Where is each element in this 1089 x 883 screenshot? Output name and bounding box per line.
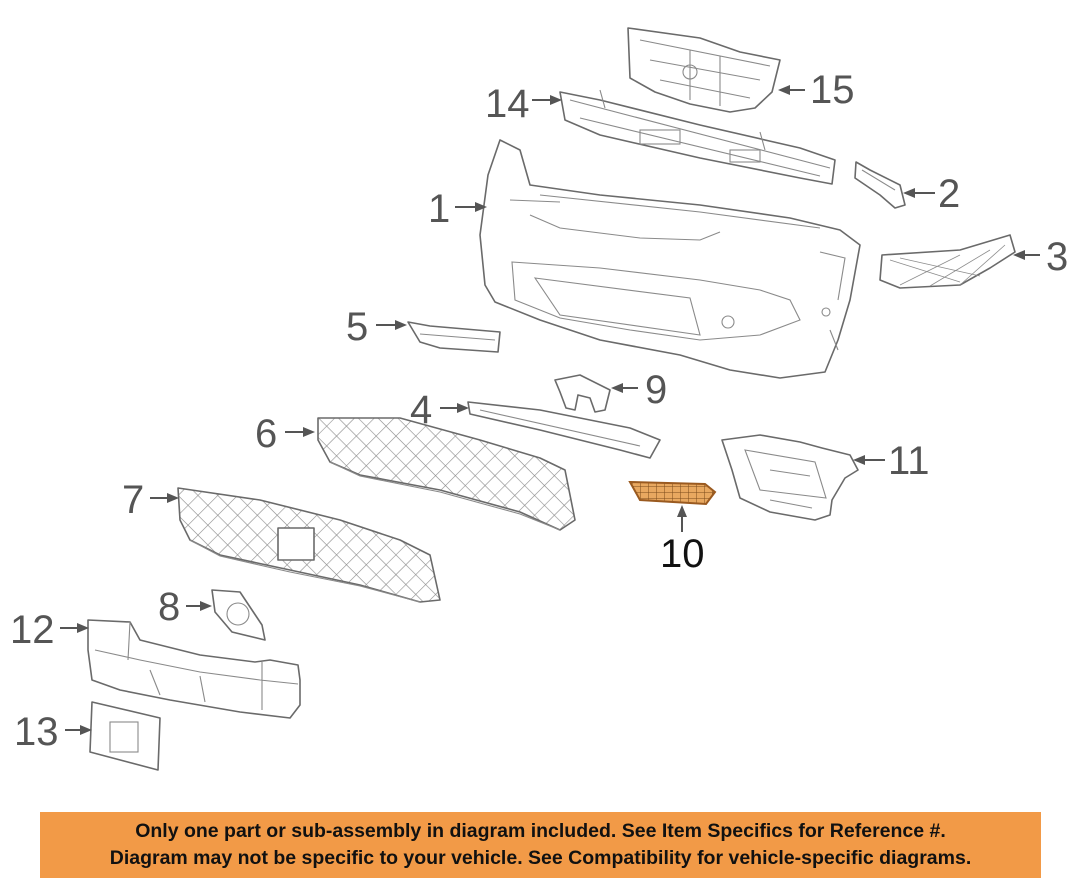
callout-3: 3 bbox=[1046, 235, 1068, 279]
callout-13: 13 bbox=[14, 710, 59, 754]
callout-9: 9 bbox=[645, 368, 667, 412]
part-9-clip bbox=[554, 374, 611, 413]
part-3-side-bracket bbox=[879, 234, 1016, 289]
callout-14: 14 bbox=[485, 82, 530, 126]
part-11-fog-lamp-housing bbox=[721, 434, 859, 521]
callout-10: 10 bbox=[660, 532, 705, 576]
callout-4: 4 bbox=[410, 388, 432, 432]
part-12-lower-shield bbox=[87, 619, 301, 719]
part-14-reinforcement-bar bbox=[559, 89, 836, 185]
part-13-license-bracket bbox=[89, 701, 161, 771]
callout-12: 12 bbox=[10, 608, 55, 652]
disclaimer-banner: Only one part or sub-assembly in diagram… bbox=[40, 812, 1041, 878]
disclaimer-line-2: Diagram may not be specific to your vehi… bbox=[109, 847, 972, 869]
callout-15: 15 bbox=[810, 68, 855, 112]
part-7-lower-grille bbox=[177, 487, 441, 603]
part-15-support-bracket bbox=[627, 27, 781, 113]
callout-8: 8 bbox=[158, 585, 180, 629]
callout-5: 5 bbox=[346, 305, 368, 349]
callout-7: 7 bbox=[122, 478, 144, 522]
callout-2: 2 bbox=[938, 172, 960, 216]
callout-11: 11 bbox=[888, 439, 930, 483]
parts-exploded-diagram: 14 15 1 2 3 5 9 4 6 7 11 10 8 12 13 bbox=[10, 27, 1068, 771]
leader-lines bbox=[60, 85, 1040, 735]
disclaimer-line-1: Only one part or sub-assembly in diagram… bbox=[135, 820, 946, 842]
part-6-upper-grille bbox=[317, 417, 576, 531]
callout-6: 6 bbox=[255, 412, 277, 456]
part-10-vent-insert-highlighted bbox=[628, 480, 717, 506]
part-2-bracket bbox=[854, 161, 906, 209]
callout-1: 1 bbox=[428, 187, 450, 231]
part-1-bumper-cover bbox=[479, 139, 861, 379]
part-8-fog-bezel bbox=[211, 589, 266, 641]
part-4-molding bbox=[467, 401, 661, 459]
part-5-trim-strip bbox=[407, 321, 501, 353]
